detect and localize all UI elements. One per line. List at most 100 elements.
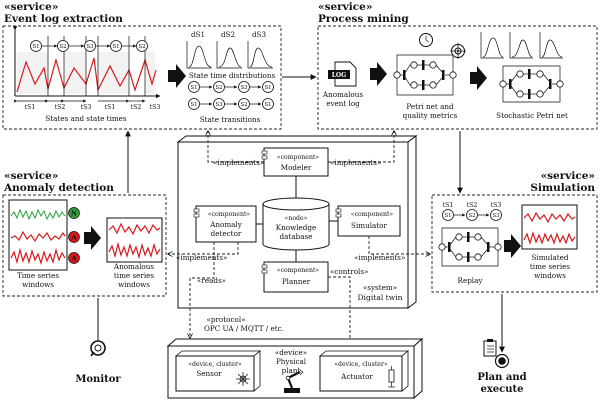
anomaly-detector-stereotype: «component»: [208, 211, 251, 218]
clock-icon: [419, 33, 433, 47]
chart-state-label: S3: [86, 44, 94, 50]
anomalous-window-series-2: [108, 241, 161, 260]
protocol-label: OPC UA / MQTT / etc.: [204, 324, 284, 333]
digital-twin-name: Digital twin: [357, 293, 402, 302]
sim-time-label: tS3: [491, 202, 502, 209]
planner-label: Planner: [282, 277, 311, 286]
chart-time-label: tS3: [81, 104, 92, 111]
simulation-arrow-icon: [504, 234, 521, 258]
anomaly-title: Anomaly detection: [3, 182, 114, 194]
petri-caption-line2: quality metrics: [403, 111, 458, 120]
sim-caption-2: time series: [530, 262, 570, 271]
chart-time-label: tS1: [25, 104, 36, 111]
implements-label: «implements»: [213, 158, 264, 167]
extraction-arrow-icon: [168, 64, 186, 88]
process-mining-box: [317, 25, 598, 130]
anom-windows-caption-2: time series: [114, 271, 154, 280]
anomaly-badge-label: A: [70, 255, 77, 263]
sim-state-label: S2: [468, 213, 475, 219]
plan-execute-actor: Plan and execute: [477, 294, 527, 395]
anom-windows-caption-1: Anomalous: [113, 262, 155, 271]
anomaly-stereotype: «service»: [4, 170, 58, 182]
planner-stereotype: «component»: [277, 267, 320, 274]
plant-label-1: Physical: [276, 357, 307, 366]
chart-state-label: S1: [32, 44, 39, 50]
plan-execute-label-2: execute: [480, 384, 523, 395]
anomaly-detector-component: «component» Anomaly detector: [193, 205, 257, 243]
transition-state-label: S1: [264, 102, 271, 108]
sim-time-label: tS2: [467, 202, 478, 209]
actuator-icon: [388, 366, 395, 388]
modeler-implements-mining: [328, 131, 394, 163]
monitor-icon: [90, 340, 106, 356]
chart-state-label: S1: [112, 44, 119, 50]
distributions-caption: State time distributions: [189, 71, 276, 80]
anomalous-log-label-line2: event log: [326, 99, 360, 108]
chart-time-label: tS3: [150, 104, 161, 111]
anomaly-badge-label: A: [70, 234, 77, 242]
dependency-connectors: «implements» «implements» «implements» «…: [168, 131, 430, 356]
actuator-stereotype: «device, cluster»: [334, 361, 388, 368]
petri-caption-line1: Petri net and: [406, 102, 454, 111]
spn-distributions: [480, 32, 563, 59]
simulator-stereotype: «component»: [351, 211, 394, 218]
simulator-implements-simulation: [368, 236, 430, 254]
dist-label: dS3: [252, 30, 267, 39]
transition-state-label: S2: [215, 85, 222, 91]
anomaly-detector-label-1: Anomaly: [209, 220, 243, 229]
actuator-label: Actuator: [340, 372, 373, 381]
ts-windows-caption-2: windows: [22, 280, 54, 289]
planner-controls-actuator: [328, 276, 350, 356]
replay-caption: Replay: [458, 276, 484, 285]
normal-badge-label: N: [71, 210, 77, 218]
clipboard-icon: [483, 339, 497, 357]
plant-label-2: plant: [282, 366, 301, 375]
sim-time-label: tS1: [443, 202, 454, 209]
kb-label-1: Knowledge: [276, 223, 317, 232]
sensor-icon: [236, 372, 250, 386]
transition-state-label: S2: [240, 102, 247, 108]
sensor-label: Sensor: [196, 369, 222, 378]
simulation-title: Simulation: [530, 182, 595, 194]
reads-label: «reads»: [197, 276, 226, 285]
modeler-component: «component» Modeler: [261, 147, 329, 177]
simulation-service: «service» Simulation tS1 tS2 tS3 S1 S2 S…: [431, 170, 598, 293]
chart-time-label: tS1: [105, 104, 116, 111]
anom-windows-caption-3: windows: [118, 280, 150, 289]
transition-state-label: S1: [190, 102, 197, 108]
dist-label: dS1: [191, 30, 205, 39]
monitor-actor: Monitor: [75, 298, 121, 385]
normal-series: [10, 208, 66, 221]
modeler-implements-extraction: [208, 131, 264, 163]
simulated-series-1: [523, 211, 576, 224]
knowledge-database-node: «node» Knowledge database: [262, 197, 330, 251]
stochastic-petri-net: [499, 65, 564, 103]
sim-state-label: S3: [492, 213, 500, 219]
implements-label: «implements»: [354, 253, 405, 262]
physical-plant-device: «device» Physical plant «device, cluster…: [166, 337, 424, 400]
simulation-stereotype: «service»: [541, 170, 595, 182]
dist-label: dS2: [221, 30, 235, 39]
digital-twin-system: «system» Digital twin «component» Modele…: [176, 135, 418, 309]
anomaly-badge: [68, 231, 80, 243]
spn-caption: Stochastic Petri net: [496, 111, 568, 120]
modeler-label: Modeler: [281, 163, 312, 172]
detection-arrow-icon: [84, 226, 101, 250]
plan-execute-label-1: Plan and: [477, 372, 526, 383]
state-times-series: [16, 57, 157, 93]
state-time-distributions: dS1 dS2 dS3 State time distributions: [186, 30, 276, 80]
transition-state-label: S1: [190, 85, 197, 91]
controls-label: «controls»: [330, 267, 368, 276]
anomaly-badge: [68, 252, 80, 264]
monitor-label: Monitor: [75, 374, 121, 385]
normal-badge: [68, 207, 80, 219]
transition-state-label: S1: [264, 85, 271, 91]
process-mining-stereotype: «service»: [318, 1, 372, 13]
chart-time-label: tS2: [131, 104, 142, 111]
anomalous-series-2: [10, 247, 66, 266]
plant-stereotype: «device»: [275, 348, 307, 357]
chart-state-label: S2: [138, 44, 145, 50]
kb-stereotype: «node»: [285, 215, 308, 222]
actuator-device: «device, cluster» Actuator: [318, 350, 410, 392]
